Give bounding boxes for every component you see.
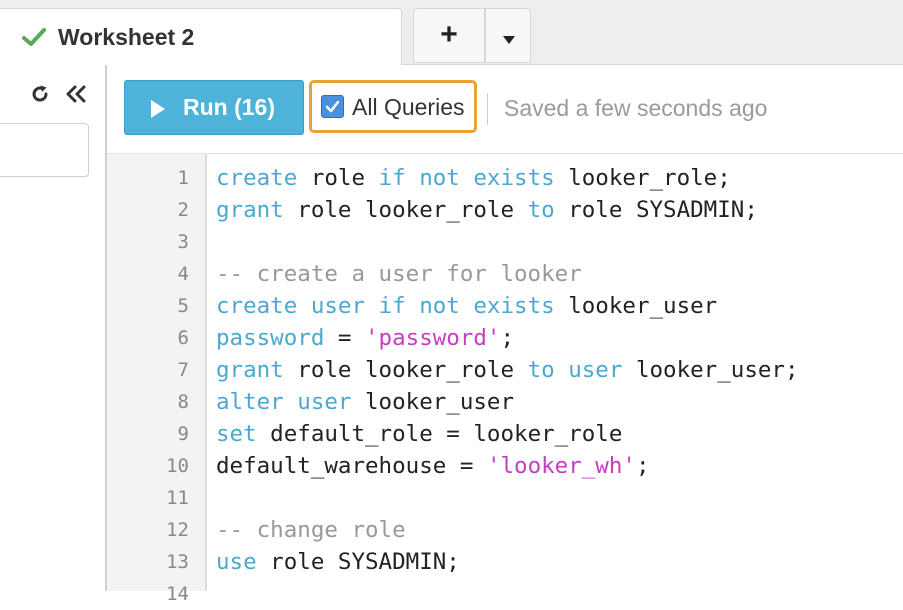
code-line[interactable]	[216, 482, 896, 514]
code-line[interactable]: grant role looker_role to role SYSADMIN;	[216, 194, 896, 226]
tab-title: Worksheet 2	[58, 24, 195, 50]
code-line[interactable]: -- create a user for looker	[216, 258, 896, 290]
sql-text: looker_user	[351, 389, 515, 415]
sql-text: role looker_role	[283, 197, 528, 223]
sql-keyword: to	[527, 357, 555, 383]
sql-text	[365, 293, 379, 319]
sql-string: 'looker_wh'	[486, 453, 636, 479]
code-line[interactable]: create role if not exists looker_role;	[216, 162, 896, 194]
sql-comment: -- create a user for looker	[216, 261, 582, 287]
collapse-sidebar-icon[interactable]	[64, 84, 88, 104]
code-line[interactable]: password = 'password';	[216, 322, 896, 354]
tab-bar: Worksheet 2 +	[0, 0, 903, 65]
sidebar	[0, 65, 107, 591]
plus-icon: +	[440, 18, 458, 51]
sql-text	[284, 389, 298, 415]
toolbar-divider	[487, 93, 488, 125]
line-number: 3	[177, 231, 189, 253]
sql-text	[555, 357, 569, 383]
sql-text: ;	[635, 453, 650, 479]
all-queries-checkbox[interactable]	[321, 95, 344, 118]
code-line[interactable]	[216, 578, 896, 610]
sql-text: looker_user;	[622, 357, 799, 383]
sql-keyword: user	[568, 357, 623, 383]
sql-keyword: create	[216, 293, 298, 319]
add-tab-button[interactable]: +	[413, 8, 485, 63]
line-number: 12	[166, 519, 189, 541]
sql-keyword: password	[216, 325, 325, 351]
sql-text: looker_role;	[554, 165, 731, 191]
sql-keyword: create	[216, 165, 298, 191]
tab-menu-button[interactable]	[485, 8, 531, 63]
sql-text: role SYSADMIN;	[256, 549, 460, 575]
code-line[interactable]: grant role looker_role to user looker_us…	[216, 354, 896, 386]
sql-text: role	[297, 165, 379, 191]
code-line[interactable]: alter user looker_user	[216, 386, 896, 418]
check-icon	[22, 28, 46, 46]
line-number: 8	[177, 391, 189, 413]
code-line[interactable]: -- change role	[216, 514, 896, 546]
sql-keyword: set	[216, 421, 257, 447]
caret-down-icon	[503, 36, 515, 44]
sql-text: role looker_role	[283, 357, 528, 383]
line-number-gutter	[107, 154, 207, 591]
tab-worksheet[interactable]: Worksheet 2	[0, 8, 402, 65]
code-line[interactable]: use role SYSADMIN;	[216, 546, 896, 578]
line-number: 6	[177, 327, 189, 349]
sql-text: role SYSADMIN;	[554, 197, 758, 223]
line-number: 11	[166, 487, 189, 509]
sql-editor[interactable]: create role if not exists looker_role;gr…	[216, 162, 896, 610]
all-queries-option[interactable]: All Queries	[309, 80, 477, 133]
sql-text: =	[324, 325, 366, 351]
run-button-label: Run (16)	[183, 94, 275, 120]
sql-keyword: user	[310, 293, 366, 319]
line-number: 7	[177, 359, 189, 381]
sql-text: default_warehouse =	[216, 453, 487, 479]
code-line[interactable]	[216, 226, 896, 258]
code-line[interactable]: set default_role = looker_role	[216, 418, 896, 450]
line-number: 2	[177, 199, 189, 221]
play-icon	[151, 100, 165, 118]
sql-keyword: if not exists	[378, 165, 555, 191]
checkmark-icon	[325, 100, 340, 113]
sql-text: default_role = looker_role	[256, 421, 623, 447]
sql-text: ;	[500, 325, 515, 351]
line-number: 10	[166, 455, 189, 477]
code-line[interactable]: default_warehouse = 'looker_wh';	[216, 450, 896, 482]
sql-keyword: use	[216, 549, 257, 575]
worksheet-toolbar: Run (16) All Queries Saved a few seconds…	[107, 65, 903, 154]
sql-keyword: to	[527, 197, 555, 223]
line-number: 14	[166, 583, 189, 605]
sql-keyword: if not exists	[378, 293, 555, 319]
run-button[interactable]: Run (16)	[124, 80, 304, 135]
sql-text	[297, 293, 311, 319]
sql-keyword: user	[297, 389, 352, 415]
all-queries-label: All Queries	[352, 94, 465, 120]
code-line[interactable]: create user if not exists looker_user	[216, 290, 896, 322]
sql-text: looker_user	[554, 293, 718, 319]
line-number: 13	[166, 551, 189, 573]
sql-comment: -- change role	[216, 517, 406, 543]
line-number: 9	[177, 423, 189, 445]
line-number: 1	[177, 167, 189, 189]
refresh-icon[interactable]	[30, 84, 50, 104]
saved-status: Saved a few seconds ago	[504, 95, 768, 121]
sidebar-search-input[interactable]	[0, 123, 89, 177]
sql-keyword: grant	[216, 197, 284, 223]
line-number: 4	[177, 263, 189, 285]
sql-keyword: grant	[216, 357, 284, 383]
sql-string: 'password'	[365, 325, 501, 351]
sql-keyword: alter	[216, 389, 284, 415]
line-number: 5	[177, 295, 189, 317]
